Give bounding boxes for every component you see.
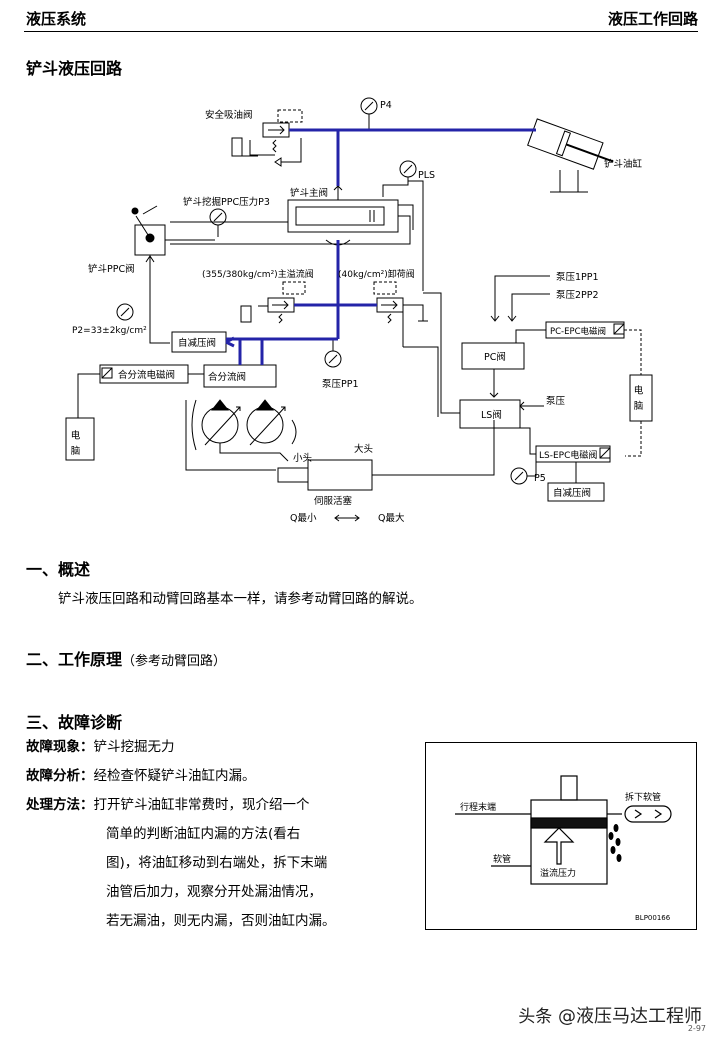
hydraulic-circuit-diagram: 安全吸油阀 P4 铲斗油缸 PLS 铲斗主阀 铲斗挖掘PPC压力P3 铲斗PPC…	[65, 97, 653, 524]
small-end-box	[277, 467, 309, 483]
section-overview-heading: 一、概述	[26, 560, 91, 579]
method-line-1: 打开铲斗油缸非常费时，现介绍一个	[93, 797, 310, 813]
label-main-valve: 铲斗主阀	[290, 187, 328, 199]
label-bucket-cylinder: 铲斗油缸	[604, 158, 643, 170]
label-q-min: Q最小	[290, 513, 317, 524]
label-figure-code: BLP00166	[635, 914, 671, 922]
diagnosis-method: 处理方法：打开铲斗油缸非常费时，现介绍一个	[26, 791, 310, 820]
main-pressure-lines	[225, 128, 536, 365]
large-end-box	[307, 459, 373, 491]
diagnosis-analysis: 故障分析：经检查怀疑铲斗油缸内漏。	[26, 762, 256, 791]
piston	[530, 817, 608, 829]
section-diagnosis-heading: 三、故障诊断	[26, 713, 123, 732]
cylinder-body	[530, 799, 608, 885]
label-unload-valve: (40kg/cm²)卸荷阀	[338, 268, 415, 280]
label-servo-piston: 伺服活塞	[314, 495, 353, 507]
label-ls-epc: LS-EPC电磁阀	[539, 449, 597, 461]
page-title: 铲斗液压回路	[26, 59, 123, 78]
label-merge-solenoid: 合分流电磁阀	[118, 369, 175, 381]
label-pump-2pp2: 泵压2PP2	[556, 290, 599, 301]
analysis-text: 经检查怀疑铲斗油缸内漏。	[93, 768, 256, 784]
label-relief-pressure: 溢流压力	[540, 867, 576, 879]
header-rule	[24, 31, 698, 32]
figure-frame	[425, 742, 697, 930]
ls-valve-box	[459, 399, 521, 429]
label-stroke-end: 行程末端	[460, 801, 496, 813]
label-pump-pressure: 泵压	[546, 396, 566, 407]
page-number-fragment: 2-97	[687, 1024, 706, 1033]
symptom-label: 故障现象：	[26, 739, 94, 755]
header-right: 液压工作回路	[607, 10, 698, 28]
cylinder-leak-test-figure: 行程末端 拆下软管 软管 溢流压力 BLP00166	[425, 742, 697, 930]
symptom-text: 铲斗挖掘无力	[93, 739, 175, 755]
label-q-max: Q最大	[378, 512, 405, 524]
relief-pressure-arrow	[543, 827, 575, 865]
label-large-end: 大头	[354, 443, 373, 455]
label-main-relief: (355/380kg/cm²)主溢流阀	[202, 268, 314, 280]
label-p2: P2=33±2kg/cm²	[72, 326, 147, 336]
watermark-prefix: 头条	[518, 1007, 553, 1027]
label-pc-epc: PC-EPC电磁阀	[550, 326, 606, 337]
label-self-reducing-1: 自减压阀	[178, 337, 216, 349]
principle-note: （参考动臂回路）	[122, 654, 227, 669]
main-valve-symbol	[287, 199, 399, 233]
pump-2-symbol	[246, 406, 284, 444]
header-left: 液压系统	[26, 10, 87, 28]
bucket-cylinder-symbol	[527, 118, 614, 170]
label-computer-1: 电脑	[69, 429, 81, 461]
principle-heading-text: 二、工作原理	[26, 650, 123, 669]
watermark: 头条 @液压马达工程师	[518, 1002, 702, 1028]
section-principle-heading: 二、工作原理（参考动臂回路）	[26, 646, 226, 670]
pc-valve-box	[461, 342, 525, 370]
method-line-4: 油管后加力，观察分开处漏油情况，	[106, 884, 322, 900]
section-overview-text: 铲斗液压回路和动臂回路基本一样，请参考动臂回路的解说。	[58, 591, 423, 607]
label-small-end: 小头	[293, 452, 312, 464]
method-label: 处理方法：	[26, 797, 94, 813]
label-pc-valve: PC阀	[484, 351, 506, 363]
method-line-3: 图)，将油缸移动到右端处，拆下末端	[106, 855, 328, 871]
label-self-reducing-2: 自减压阀	[553, 487, 591, 499]
pump-1-symbol	[201, 406, 239, 444]
watermark-handle: @液压马达工程师	[552, 1006, 702, 1027]
method-line-2: 简单的判断油缸内漏的方法(看右	[106, 826, 301, 842]
label-pump-1pp1: 泵压1PP1	[556, 272, 599, 283]
label-p4: P4	[380, 100, 392, 111]
removed-hose	[624, 805, 672, 823]
label-computer-2: 电脑	[632, 384, 644, 416]
label-pls: PLS	[418, 170, 435, 181]
label-pump-pp1: 泵压PP1	[322, 379, 359, 390]
analysis-label: 故障分析：	[26, 768, 94, 784]
label-remove-hose: 拆下软管	[625, 791, 661, 803]
label-ls-valve: LS阀	[481, 409, 502, 421]
label-ppc-valve: 铲斗PPC阀	[88, 263, 135, 275]
label-hose: 软管	[493, 853, 511, 865]
label-safety-valve: 安全吸油阀	[205, 109, 253, 121]
diagnosis-symptom: 故障现象：铲斗挖掘无力	[26, 733, 175, 762]
computer-1-box	[65, 417, 95, 461]
label-p5: P5	[534, 473, 546, 484]
label-merge-valve: 合分流阀	[208, 371, 246, 383]
label-ppc-pressure: 铲斗挖掘PPC压力P3	[183, 196, 270, 208]
method-line-5: 若无漏油，则无内漏，否则油缸内漏。	[106, 913, 336, 929]
